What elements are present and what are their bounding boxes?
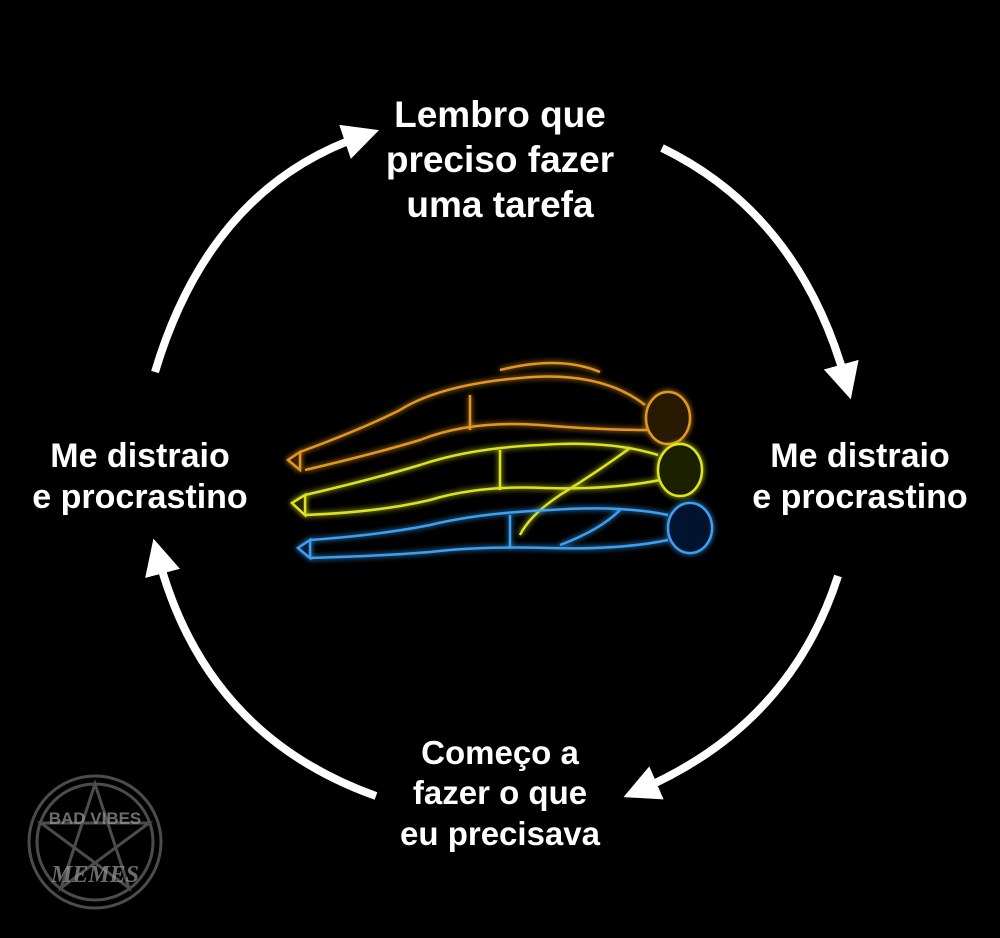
orange-body: [285, 361, 692, 473]
node-right-line-1: Me distraio: [770, 437, 950, 475]
watermark-text-top: BAD VIBES: [49, 809, 142, 828]
node-left-line-1: Me distraio: [50, 437, 230, 475]
yellow-body: [289, 442, 704, 536]
node-top-line-2: preciso fazer: [385, 139, 615, 181]
arrow-top-to-right: [660, 144, 859, 400]
node-right-label: Me distraio e procrastino: [730, 436, 990, 519]
node-top-line-3: uma tarefa: [406, 184, 594, 226]
arrow-right-to-bottom: [623, 574, 842, 800]
node-left-line-2: e procrastino: [32, 478, 248, 517]
arrow-left-to-top: [151, 124, 380, 374]
node-top-label: Lembro que preciso fazer uma tarefa: [300, 92, 700, 227]
watermark-text-bottom: MEMES: [50, 862, 139, 888]
node-right-line-2: e procrastino: [752, 478, 968, 517]
node-bottom-line-2: fazer o que: [412, 774, 588, 812]
arrow-bottom-to-left: [145, 538, 378, 800]
node-left-label: Me distraio e procrastino: [10, 436, 270, 519]
blue-body: [295, 501, 714, 561]
node-top-line-1: Lembro que: [394, 94, 606, 135]
node-bottom-line-1: Começo a: [421, 734, 579, 771]
node-bottom-line-3: eu precisava: [400, 814, 600, 852]
node-bottom-label: Começo a fazer o que eu precisava: [360, 733, 640, 854]
